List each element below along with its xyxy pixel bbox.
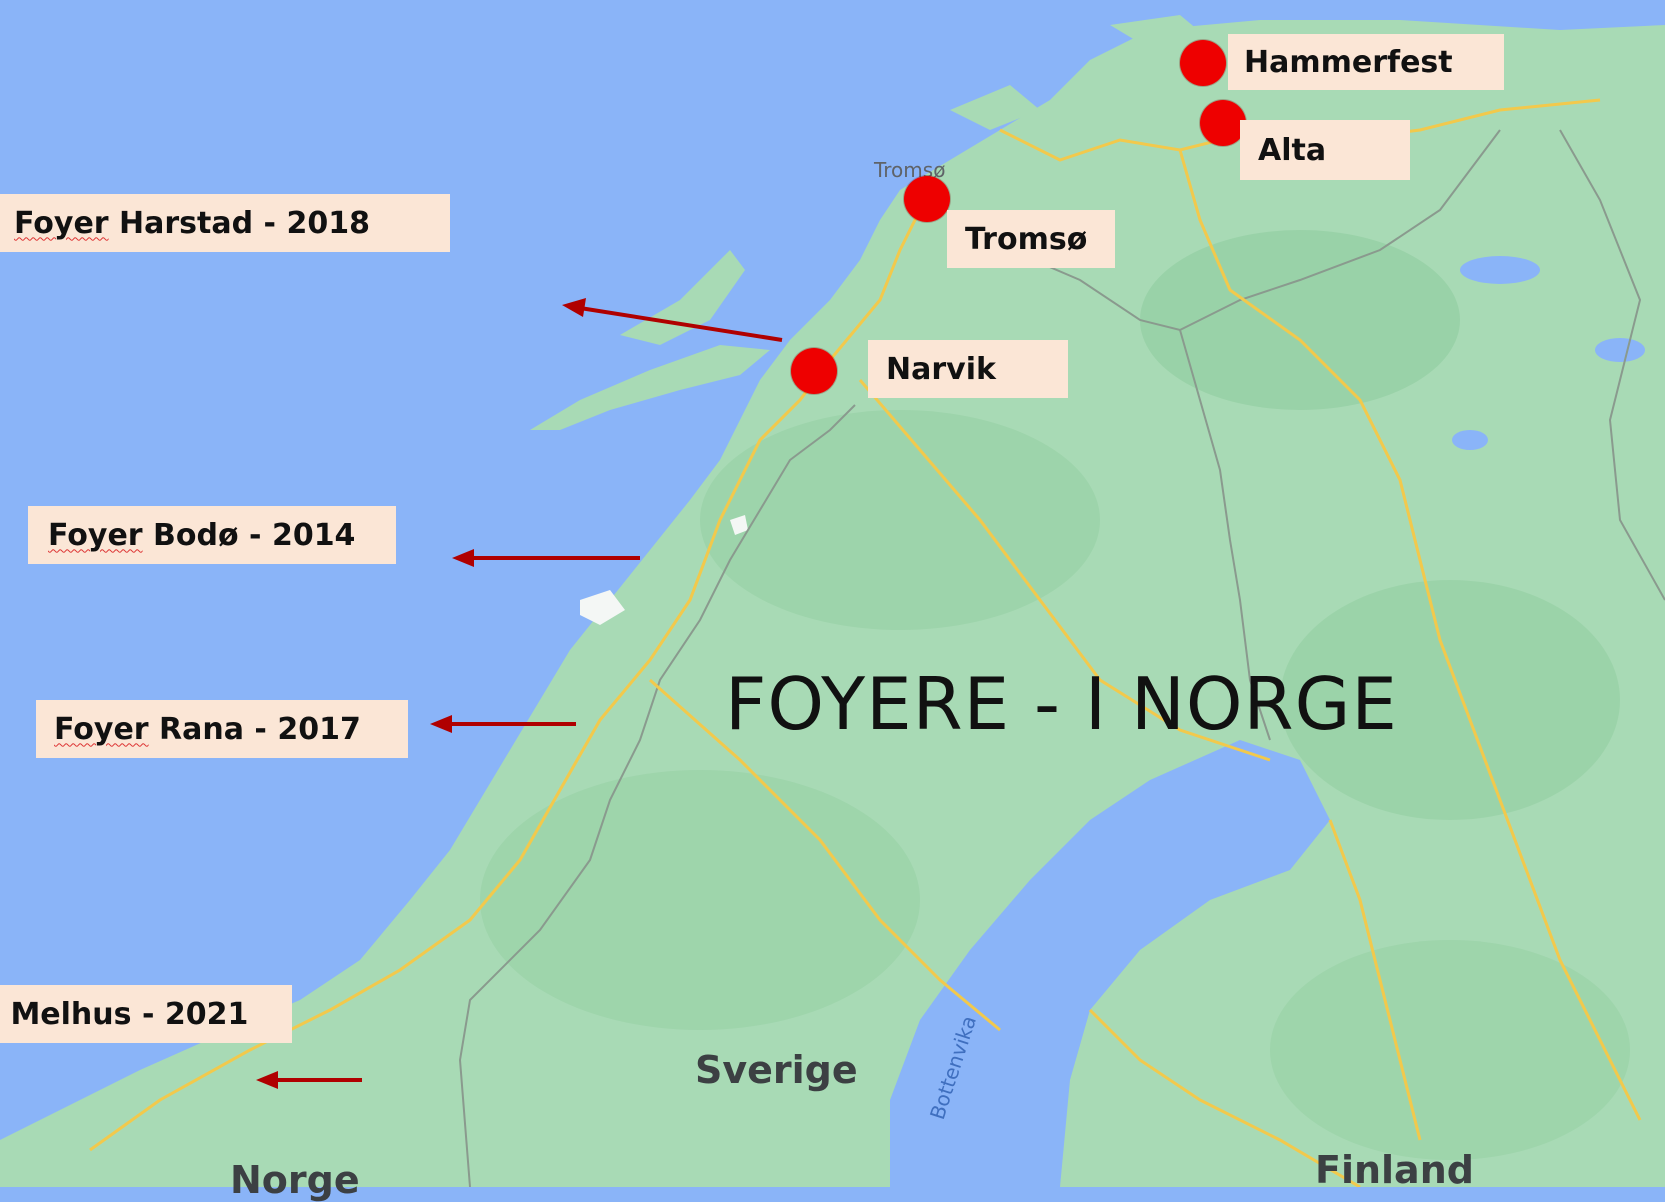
arrow-harstad xyxy=(562,298,783,342)
border-sweden-finland xyxy=(1179,329,1271,741)
foyer-label-melhus: Melhus - 2021 xyxy=(0,985,292,1043)
map-title: FOYERE - I NORGE xyxy=(725,662,1398,746)
foyer-prefix: Foyer xyxy=(48,517,143,553)
arrow-melhus xyxy=(256,1071,362,1089)
road xyxy=(649,678,1001,1032)
lake xyxy=(1452,430,1488,450)
border-norway-sweden xyxy=(458,404,856,1187)
arrow-bodo xyxy=(452,549,640,567)
road xyxy=(1178,149,1642,1121)
country-label-finland: Finland xyxy=(1315,1148,1474,1192)
city-label-tromso: Tromsø xyxy=(947,210,1115,268)
forest-patch xyxy=(1140,230,1460,410)
road xyxy=(1328,819,1422,1141)
city-name: Hammerfest xyxy=(1244,44,1453,80)
city-marker-hammerfest[interactable] xyxy=(1180,40,1226,86)
island-north-1 xyxy=(1110,15,1210,55)
border-finland-russia xyxy=(1559,129,1665,601)
island-north-2 xyxy=(950,85,1040,130)
city-marker-alta[interactable] xyxy=(1200,100,1246,146)
foyer-rest: Rana - 2017 xyxy=(148,711,361,747)
forest-patch xyxy=(700,410,1100,630)
foyer-label-bodo: Foyer Bodø - 2014 xyxy=(28,506,396,564)
forest-patch xyxy=(1280,580,1620,820)
foyer-prefix: Foyer xyxy=(54,711,149,747)
country-label-norge: Norge xyxy=(230,1158,360,1202)
road xyxy=(89,189,932,1152)
foyer-label-rana: Foyer Rana - 2017 xyxy=(36,700,408,758)
city-name: Alta xyxy=(1258,132,1327,168)
foyer-label-harstad: Foyer Harstad - 2018 xyxy=(0,194,450,252)
glacier xyxy=(730,515,748,535)
lofoten-island xyxy=(530,345,770,430)
city-label-hammerfest: Hammerfest xyxy=(1228,34,1504,90)
road xyxy=(1088,1008,1361,1187)
arrow-rana xyxy=(430,715,576,733)
foyer-prefix: Foyer xyxy=(14,205,109,241)
forest-patch xyxy=(1270,940,1630,1160)
city-name: Narvik xyxy=(886,351,996,387)
country-label-sverige: Sverige xyxy=(695,1048,858,1092)
foyer-rest: Bodø - 2014 xyxy=(142,517,356,553)
gulf-of-bothnia xyxy=(890,740,1330,1187)
city-marker-narvik[interactable] xyxy=(791,348,837,394)
city-name: Tromsø xyxy=(965,221,1088,257)
city-label-narvik: Narvik xyxy=(868,340,1068,398)
city-marker-tromso[interactable] xyxy=(904,176,950,222)
lake xyxy=(1460,256,1540,284)
lake xyxy=(1595,338,1645,362)
city-label-alta: Alta xyxy=(1240,120,1410,180)
foyer-rest: Harstad - 2018 xyxy=(108,205,370,241)
road xyxy=(858,379,1271,762)
glacier xyxy=(580,590,625,625)
border-norway-finland xyxy=(1009,129,1501,332)
foyer-rest: Melhus - 2021 xyxy=(0,996,249,1032)
forest-patch xyxy=(480,770,920,1030)
